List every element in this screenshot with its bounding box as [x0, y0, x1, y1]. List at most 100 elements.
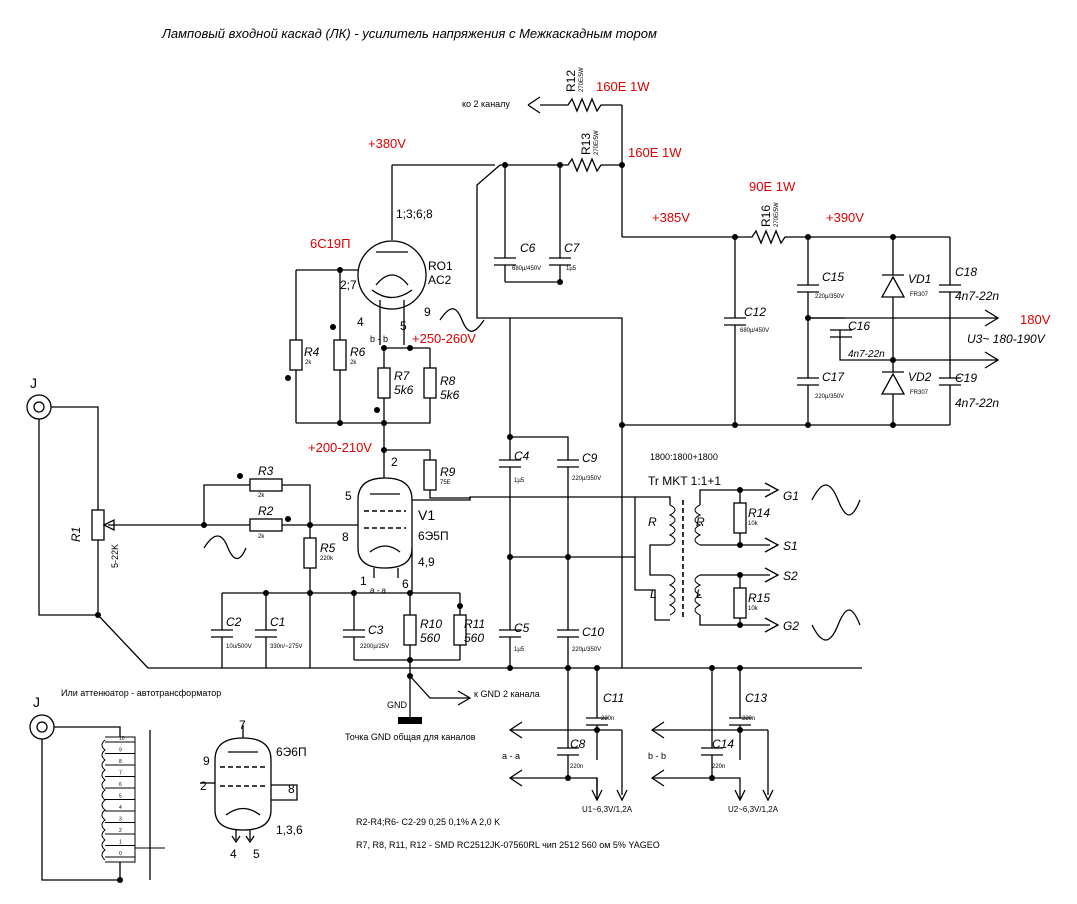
r14-resistor: R14 10k — [733, 490, 770, 545]
arrow-to-ch2 — [527, 96, 541, 114]
c17-value: 220µ/350V — [815, 394, 844, 400]
label-200v: +200-210V — [308, 440, 372, 455]
label-to-ch2: ко 2 каналу — [462, 99, 510, 109]
label-attenuator: Или аттенюатор - автотрансформатор — [61, 688, 221, 698]
v1-pin2: 2 — [391, 455, 398, 469]
vl1-bb: b - b — [370, 334, 388, 344]
label-gnd: GND — [387, 700, 408, 710]
c14-value: 220n — [712, 764, 725, 770]
out-g2: G2 — [783, 619, 799, 633]
tr-l-left: L — [650, 587, 657, 601]
c11-label: C11 — [603, 691, 624, 705]
legend-tube-6e6p — [214, 725, 298, 844]
r7-value: 5k6 — [394, 383, 414, 397]
r3-value: 2k — [258, 493, 265, 499]
r1-value: 5-22K — [110, 544, 120, 568]
c8-label: C8 — [570, 737, 586, 751]
v1-pin5: 5 — [345, 489, 352, 503]
vl1-pin4: 4 — [357, 315, 364, 329]
input-jack-2: J — [29, 694, 55, 740]
attenuator-tap-label: 6 — [119, 782, 122, 788]
input-jack-1: J — [26, 375, 52, 420]
sine-wave-top — [439, 308, 485, 332]
note-1: R2-R4;R6- C2-29 0,25 0,1% A 2,0 K — [356, 817, 500, 827]
attenuator-tap-label: 5 — [119, 794, 122, 800]
vl1-pin5: 5 — [400, 319, 407, 333]
c2-label: C2 — [226, 615, 242, 629]
c3-label: C3 — [368, 623, 384, 637]
v1-pin49: 4,9 — [418, 555, 435, 569]
c13-capacitor — [729, 668, 751, 760]
c2-value: 10u/500V — [226, 644, 252, 650]
c19-label: C19 — [955, 371, 977, 385]
c12-capacitor: C12 680µ/450V — [724, 237, 769, 425]
c4-capacitor: C4 1µ5 — [499, 318, 530, 630]
vl1-pins-top: 1;3;6;8 — [396, 207, 433, 221]
r13-rating: 160E 1W — [628, 145, 682, 160]
jack2-label: J — [33, 694, 40, 710]
c5-capacitor: C5 1µ5 — [499, 621, 530, 668]
r10-value: 560 — [420, 631, 440, 645]
attenuator-tap-label: 9 — [119, 748, 122, 754]
c4-value: 1µ5 — [514, 478, 525, 484]
c6-label: C6 — [520, 241, 536, 255]
vd2-value: FR307 — [910, 390, 929, 396]
r1-potentiometer: R1 5-22K — [69, 509, 120, 615]
legend-p5: 5 — [253, 847, 260, 861]
attenuator-tap-label: 1 — [119, 840, 122, 846]
c11-value: 220n — [601, 716, 614, 722]
note-2: R7, R8, R11, R12 - SMD RC2512JK-07560RL … — [356, 840, 660, 850]
r5-resistor: R5 220k — [303, 525, 336, 593]
c7-value: 1µ5 — [566, 266, 577, 272]
legend-p9: 9 — [203, 754, 210, 768]
c1-capacitor: C1 330n/~275V — [255, 593, 303, 668]
tr-ratio: 1800:1800+1800 — [650, 452, 718, 462]
r10-label: R10 — [420, 617, 442, 631]
heater-b1-arrow — [650, 721, 768, 739]
c2-capacitor: C2 10u/500V — [211, 593, 252, 668]
attenuator-tap-label: 4 — [119, 805, 122, 811]
label-bb: b - b — [648, 751, 666, 761]
attenuator-tap-label: 0 — [119, 851, 122, 857]
c15-label: C15 — [822, 270, 844, 284]
sine-wave-g1 — [811, 484, 861, 516]
c7-label: C7 — [564, 241, 581, 255]
r15-resistor: R15 10k — [733, 575, 770, 625]
vl1-tube-6s19p — [357, 240, 427, 335]
r6-resistor: R6 2k — [333, 339, 366, 423]
r1-label: R1 — [69, 527, 83, 542]
c3-value: 2200µ/25V — [360, 644, 389, 650]
c8-capacitor — [557, 668, 598, 800]
c8-value: 220n — [570, 764, 583, 770]
vl1-ref: RO1 — [428, 259, 453, 273]
legend-p2: 2 — [200, 779, 207, 793]
vl1-sub: AC2 — [428, 273, 452, 287]
vl1-type: 6С19П — [310, 236, 350, 251]
r16-label: R16 — [759, 205, 773, 227]
r5-label: R5 — [320, 541, 336, 555]
r4-value: 2k — [305, 360, 312, 366]
c9-capacitor: C9 220µ/350V — [510, 436, 601, 630]
label-180v: 180V — [1020, 312, 1051, 327]
r5-value: 220k — [320, 556, 334, 562]
r9-resistor: R9 75E — [423, 459, 471, 499]
out-s2: S2 — [783, 569, 798, 583]
c4-label: C4 — [514, 449, 530, 463]
v1-pin6: 6 — [402, 577, 409, 591]
gnd-point-symbol — [398, 717, 422, 724]
legend-p136: 1,3,6 — [276, 823, 303, 837]
vl1-pin9: 9 — [424, 305, 431, 319]
r4-label: R4 — [304, 345, 320, 359]
label-250v: +250-260V — [412, 331, 476, 346]
c10-label: C10 — [582, 625, 604, 639]
c1-label: C1 — [270, 615, 285, 629]
c16-label: C16 — [848, 319, 870, 333]
c3-capacitor: C3 2200µ/25V — [343, 593, 389, 660]
c17-label: C17 — [822, 370, 845, 384]
c7-capacitor: C7 1µ5 — [549, 165, 581, 282]
ac-input-arrow-2 — [893, 351, 1000, 369]
r12-value: 270E/5W — [579, 67, 585, 92]
legend-type: 6Э6П — [276, 745, 307, 759]
sine-wave-g2 — [811, 609, 861, 641]
